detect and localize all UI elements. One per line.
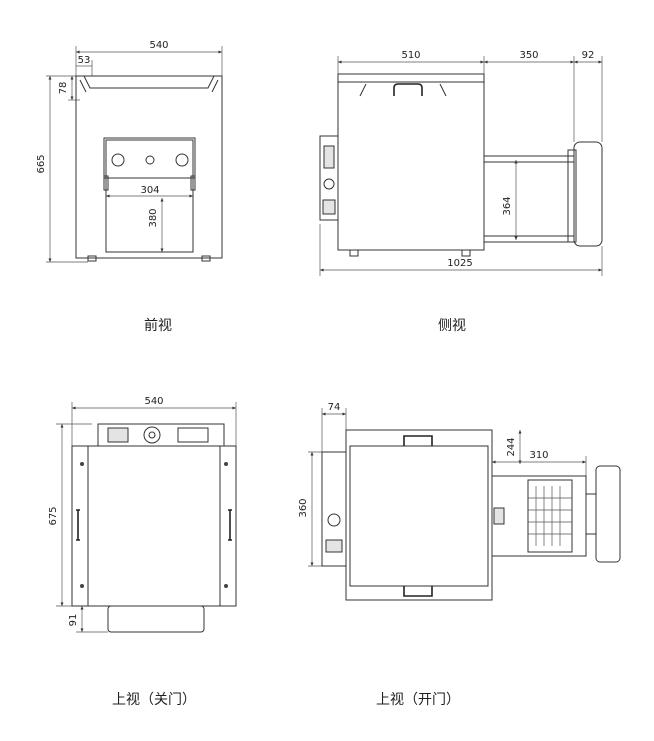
- top-open-view-caption: 上视（开门）: [376, 692, 460, 708]
- side-connector-block: [322, 199, 336, 215]
- front-dim-door-width: 304: [106, 185, 193, 198]
- front-dim-width-label: 540: [149, 40, 168, 51]
- top-open-dim-gap: 244: [506, 430, 522, 464]
- top-closed-fan-icon: [143, 426, 161, 444]
- top-open-drawer-bracket: [585, 493, 597, 535]
- top-open-handle-top: [403, 435, 433, 446]
- top-closed-bolt: [80, 584, 84, 588]
- top-closed-handle-left: [76, 509, 80, 541]
- side-dim-total-label: 1025: [447, 258, 472, 269]
- top-closed-bolt: [80, 462, 84, 466]
- top-open-dim-gap-label: 244: [506, 437, 517, 456]
- top-closed-connector: [177, 427, 209, 443]
- front-door-header: [103, 137, 196, 179]
- side-dim-handle: 92: [574, 50, 603, 142]
- front-foot-right: [201, 255, 211, 262]
- side-foot-left: [349, 249, 359, 257]
- side-top-handle: [393, 83, 423, 96]
- top-open-dim-panel: 74: [321, 402, 347, 452]
- side-view-caption: 侧视: [438, 318, 466, 334]
- side-dim-drawer: 350: [484, 50, 575, 142]
- side-drawer-frame: [483, 155, 575, 243]
- front-door-hinge-right: [190, 175, 196, 191]
- side-cabinet-body: [337, 73, 485, 251]
- front-dim-door-width-label: 304: [140, 185, 159, 196]
- top-closed-view: 540 675 91 上视（关门）: [48, 396, 237, 708]
- front-dim-edge: 53: [76, 55, 93, 76]
- front-dim-height-label: 665: [36, 154, 47, 173]
- top-closed-dim-handle-label: 91: [68, 614, 79, 627]
- side-dim-total: 1025: [319, 224, 603, 276]
- top-open-handle-bottom: [403, 586, 433, 597]
- side-dim-drawer-label: 350: [519, 50, 538, 61]
- side-control-panel: [323, 145, 335, 169]
- front-foot-left: [87, 255, 97, 262]
- side-drawer-front: [573, 141, 603, 247]
- top-closed-lid: [87, 445, 221, 607]
- side-dim-body-label: 510: [401, 50, 420, 61]
- front-dim-lid-label: 78: [58, 82, 69, 95]
- top-closed-control-box: [97, 423, 225, 447]
- side-dim-drawer-height: 364: [502, 160, 518, 240]
- top-open-drawer-latch: [493, 507, 505, 525]
- top-open-fan-icon: [327, 513, 341, 527]
- top-open-view: 74 360 244 310: [298, 402, 621, 708]
- front-knob-left-icon: [111, 153, 125, 167]
- top-closed-front-handle: [107, 605, 205, 633]
- side-fan-icon: [323, 178, 335, 190]
- top-open-drawer-grid-lines: [528, 486, 572, 546]
- front-cabinet-body: [75, 75, 223, 259]
- top-closed-dim-depth: 675: [48, 423, 92, 607]
- front-dim-door-height: 380: [148, 198, 164, 252]
- side-dim-handle-label: 92: [582, 50, 595, 61]
- front-knob-right-icon: [175, 153, 189, 167]
- top-closed-frame: [71, 445, 237, 607]
- top-open-dim-panel-height-label: 360: [298, 498, 309, 517]
- front-dim-edge-label: 53: [78, 55, 91, 66]
- side-control-box: [319, 135, 339, 221]
- front-dim-door-height-label: 380: [148, 208, 159, 227]
- front-dim-lid: 78: [58, 76, 80, 101]
- top-open-drawer-front: [595, 465, 621, 563]
- side-view: 510 350 92 3: [319, 50, 603, 334]
- front-dim-height: 665: [36, 75, 88, 263]
- top-closed-dim-handle: 91: [68, 606, 108, 633]
- top-open-dim-drawer: 310: [492, 450, 587, 476]
- front-lid-rim: [83, 75, 215, 89]
- top-open-drawer-grid: [527, 479, 573, 553]
- top-open-cabinet-frame: [345, 429, 493, 601]
- side-dim-drawer-height-label: 364: [502, 196, 513, 215]
- side-dim-body: 510: [337, 50, 485, 150]
- top-closed-fan-hub-icon: [148, 431, 156, 439]
- top-closed-bolt: [224, 584, 228, 588]
- front-view-caption: 前视: [144, 317, 172, 334]
- top-open-dim-drawer-label: 310: [529, 450, 548, 461]
- front-indicator-icon: [145, 155, 155, 165]
- top-open-control-panel: [321, 451, 347, 567]
- top-closed-dim-width: 540: [71, 396, 237, 446]
- front-door-hinge-left: [103, 175, 109, 191]
- front-dim-width: 540: [75, 40, 223, 76]
- side-drawer-bracket: [567, 149, 577, 243]
- top-closed-dim-width-label: 540: [144, 396, 163, 407]
- top-closed-bolt: [224, 462, 228, 466]
- top-closed-view-caption: 上视（关门）: [112, 692, 196, 708]
- top-open-dim-panel-label: 74: [328, 402, 341, 413]
- front-view: 540 53 78 665: [36, 40, 223, 334]
- top-closed-terminal: [107, 427, 129, 443]
- top-open-terminal: [325, 539, 343, 553]
- top-closed-handle-right: [228, 509, 232, 541]
- top-open-lid: [349, 445, 489, 587]
- top-closed-dim-depth-label: 675: [48, 506, 59, 525]
- front-lid-latches: [79, 79, 219, 93]
- side-lid-latches: [359, 83, 447, 97]
- side-foot-right: [461, 249, 471, 257]
